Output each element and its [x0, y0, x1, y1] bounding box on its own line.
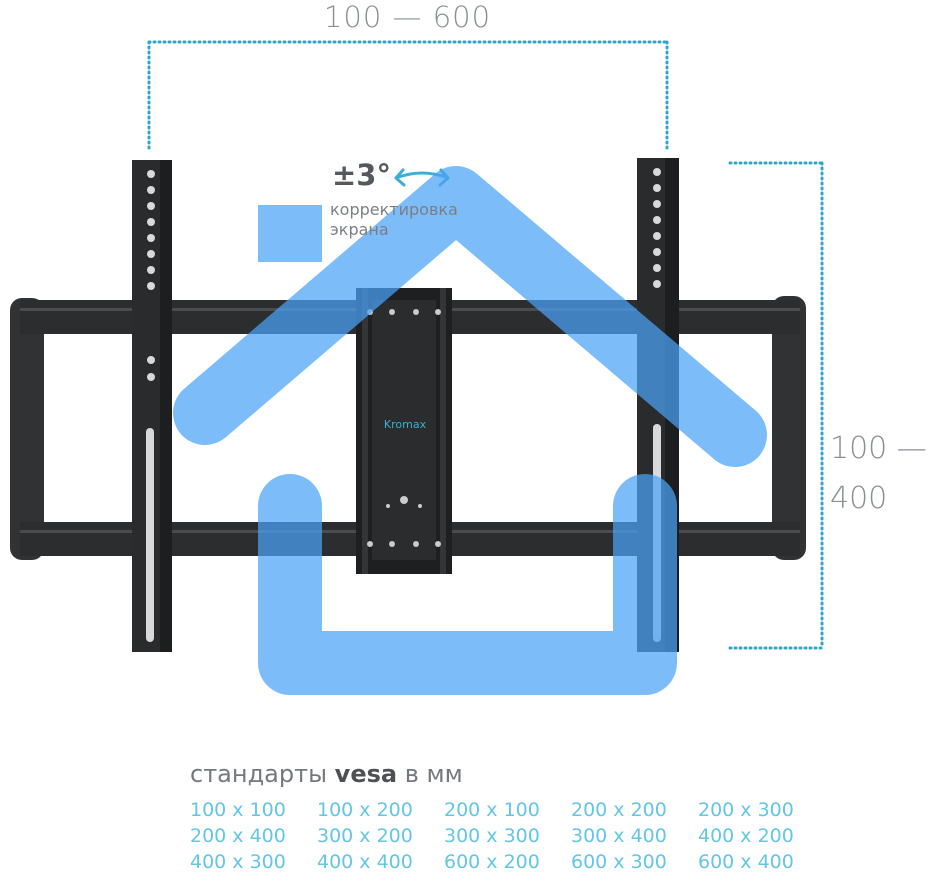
vesa-size: 100 x 200: [317, 799, 413, 821]
vesa-size: 200 x 400: [190, 825, 286, 847]
vesa-size: 300 x 300: [444, 825, 540, 847]
vesa-title-bold: vesa: [334, 760, 398, 788]
vesa-size: 300 x 200: [317, 825, 413, 847]
vesa-size: 400 x 300: [190, 851, 286, 873]
width-dimension-line: [147, 40, 669, 150]
vesa-size: 600 x 300: [571, 851, 667, 873]
vesa-size: 600 x 400: [698, 851, 794, 873]
height-dimension-line: [728, 161, 824, 650]
tilt-value: ±3°: [332, 158, 391, 192]
vesa-size: 400 x 200: [698, 825, 794, 847]
vesa-size: 400 x 400: [317, 851, 413, 873]
vesa-size-grid: 100 x 100 100 x 200 200 x 100 200 x 200 …: [190, 798, 830, 874]
height-range-line1: 100 —: [830, 431, 927, 466]
tilt-caption-line2: экрана: [330, 220, 389, 239]
vesa-title: стандарты vesa в мм: [190, 760, 463, 788]
house-watermark-icon: [173, 166, 767, 695]
vesa-title-suffix: в мм: [397, 760, 463, 788]
vesa-size: 200 x 200: [571, 799, 667, 821]
vesa-size: 600 x 200: [444, 851, 540, 873]
vesa-size: 300 x 400: [571, 825, 667, 847]
vesa-size: 100 x 100: [190, 799, 286, 821]
vesa-size: 200 x 100: [444, 799, 540, 821]
tilt-caption-line1: корректировка: [330, 200, 458, 219]
tilt-caption: корректировка экрана: [330, 200, 490, 240]
vesa-title-prefix: стандарты: [190, 760, 335, 788]
brand-logo: Kromax: [384, 418, 427, 431]
vesa-size: 200 x 300: [698, 799, 794, 821]
height-range-label: 100 — 400: [830, 424, 936, 524]
width-range-label: 100 — 600: [323, 0, 492, 34]
height-range-line2: 400: [830, 481, 888, 516]
